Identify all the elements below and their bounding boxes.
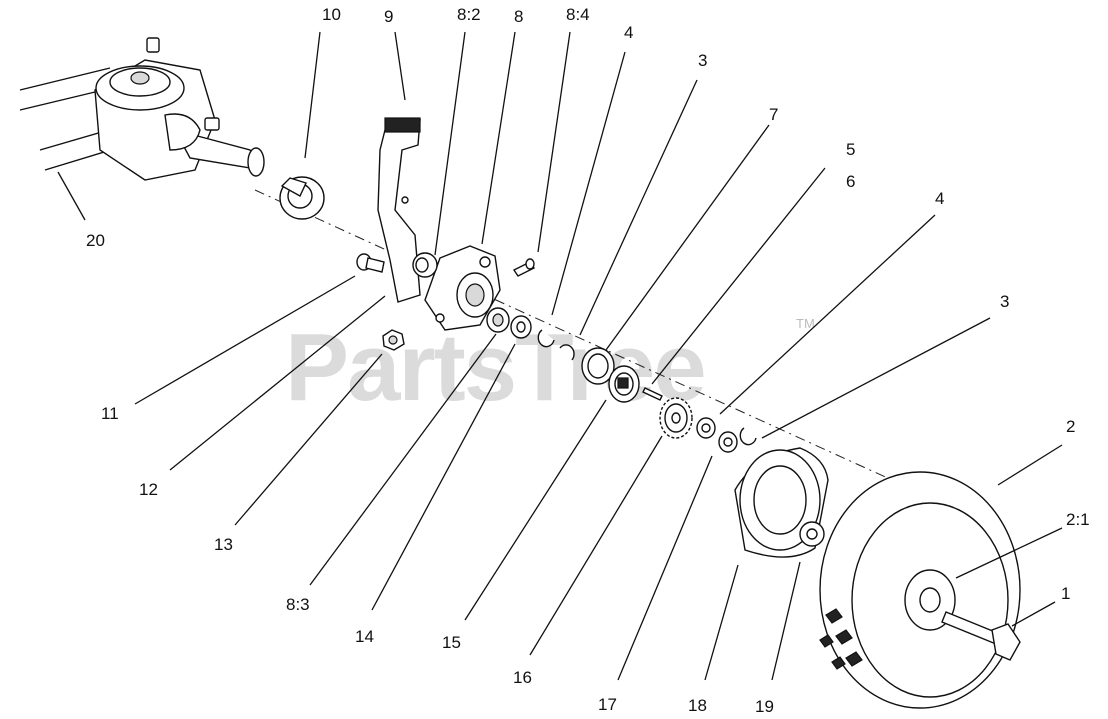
- callout-8-3: 8:3: [286, 595, 310, 614]
- callout-8-2: 8:2: [457, 5, 481, 24]
- callout-6: 6: [846, 172, 855, 191]
- part-20-transmission[interactable]: [19, 37, 265, 181]
- part-13-nut[interactable]: [382, 329, 405, 351]
- callout-17: 17: [598, 695, 617, 714]
- part-4-washer-a[interactable]: [510, 315, 532, 339]
- part-17-bushing[interactable]: [718, 431, 738, 453]
- callout-19: 19: [755, 697, 774, 716]
- callout-15: 15: [442, 633, 461, 652]
- callout-13: 13: [214, 535, 233, 554]
- part-10-bushing[interactable]: [279, 176, 325, 220]
- part-8-3-bearing[interactable]: [486, 307, 510, 333]
- part-3-eclip-b[interactable]: [739, 427, 757, 446]
- callout-18: 18: [688, 696, 707, 715]
- watermark-trademark: TM: [796, 316, 815, 331]
- part-14-clip[interactable]: [559, 344, 575, 361]
- callout-9: 9: [384, 7, 393, 26]
- callout-11: 11: [101, 404, 119, 423]
- callout-2-1: 2:1: [1066, 510, 1090, 529]
- part-1-bolt[interactable]: [941, 611, 1021, 661]
- callout-2: 2: [1066, 417, 1075, 436]
- lever-grip: [384, 117, 421, 133]
- part-18-hubcap[interactable]: [734, 447, 829, 558]
- part-7-washer[interactable]: [581, 347, 615, 385]
- part-8-2-bushing[interactable]: [412, 252, 438, 278]
- callout-10: 10: [322, 5, 341, 24]
- callout-8-4: 8:4: [566, 5, 590, 24]
- part-11-screw[interactable]: [356, 253, 385, 273]
- part-3-eclip-a[interactable]: [537, 329, 555, 348]
- callout-4a: 4: [624, 23, 633, 42]
- callout-1: 1: [1061, 584, 1070, 603]
- callout-20: 20: [86, 231, 105, 250]
- leader-lines: [57, 31, 1063, 681]
- callout-16: 16: [513, 668, 532, 687]
- callout-5: 5: [846, 140, 855, 159]
- callout-7: 7: [769, 105, 778, 124]
- part-15-pawl[interactable]: [608, 365, 640, 403]
- part-19-washer[interactable]: [799, 521, 825, 547]
- part-5-key[interactable]: [642, 387, 663, 401]
- callout-3b: 3: [1000, 292, 1009, 311]
- callout-3a: 3: [698, 51, 707, 70]
- callout-labels: 10 9 8:2 8 8:4 4 3 7 5 6 4 3 20 11 12 13…: [86, 5, 1090, 716]
- part-16-gear[interactable]: [659, 397, 693, 439]
- callout-8: 8: [514, 7, 523, 26]
- part-2-1-bearing: [919, 587, 941, 613]
- part-9-height-lever[interactable]: [377, 117, 421, 303]
- callout-14: 14: [355, 627, 374, 646]
- tire-tread: [819, 608, 863, 670]
- part-8-pivot-bracket[interactable]: [424, 245, 501, 331]
- part-2-wheel[interactable]: [819, 471, 1021, 709]
- part-8-4-screw[interactable]: [512, 258, 536, 277]
- callout-12: 12: [139, 480, 158, 499]
- callout-4b: 4: [935, 189, 944, 208]
- part-4-washer-b[interactable]: [696, 417, 716, 439]
